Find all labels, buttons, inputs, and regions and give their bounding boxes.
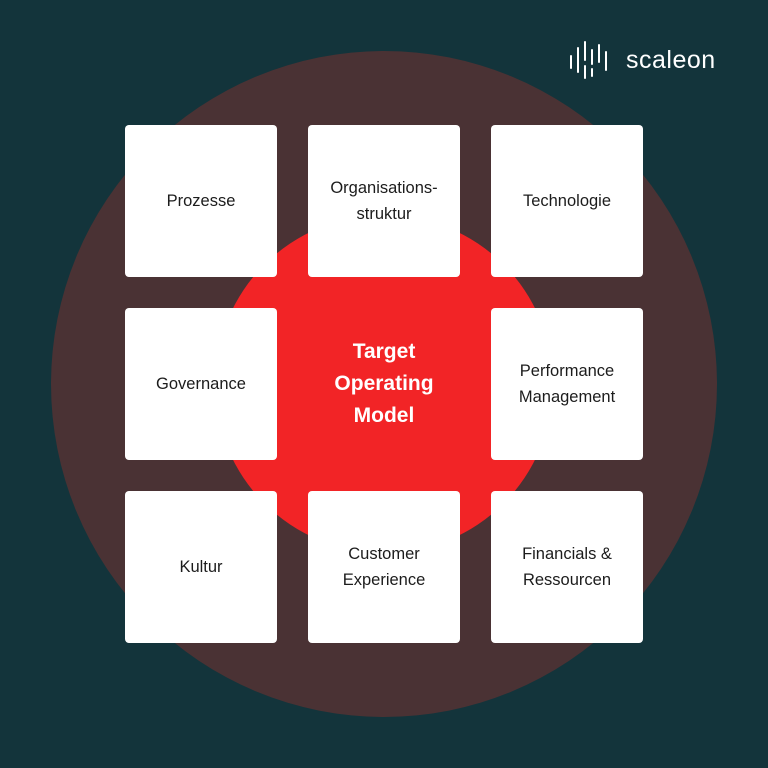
tile-customer-experience: Customer Experience [308,491,460,643]
tile-label-line-2: Ressourcen [522,571,612,589]
tile-label: Technologie [522,192,612,210]
tile-label-line-2: Experience [342,571,426,589]
tile-governance: Governance [125,308,277,460]
tile-organisationsstruktur: Organisations- struktur [308,125,460,277]
tile-technologie: Technologie [491,125,643,277]
center-title-line-2: Operating [334,372,434,395]
tile-performance-management: Performance Management [491,308,643,460]
tile-prozesse: Prozesse [125,125,277,277]
center-title: Target Operating Model [309,334,459,434]
tile-label-line-2: Management [518,388,616,406]
tile-kultur: Kultur [125,491,277,643]
bar-lines-logo-icon [570,41,607,79]
tile-label: Prozesse [166,192,236,210]
tile-label: Governance [156,375,246,393]
tile-label-line-2: struktur [356,205,412,223]
tile-label-line-1: Financials & [522,545,612,563]
tile-label-line-1: Performance [519,362,615,380]
brand-name: scaleon [626,46,716,74]
brand-logo: scaleon [568,38,716,82]
tile-label: Kultur [179,558,223,576]
center-title-line-1: Target [352,340,416,363]
tile-financials-ressourcen: Financials & Ressourcen [491,491,643,643]
tile-label-line-1: Customer [348,545,420,563]
tile-label-line-1: Organisations- [330,179,438,197]
center-title-line-3: Model [353,404,415,427]
